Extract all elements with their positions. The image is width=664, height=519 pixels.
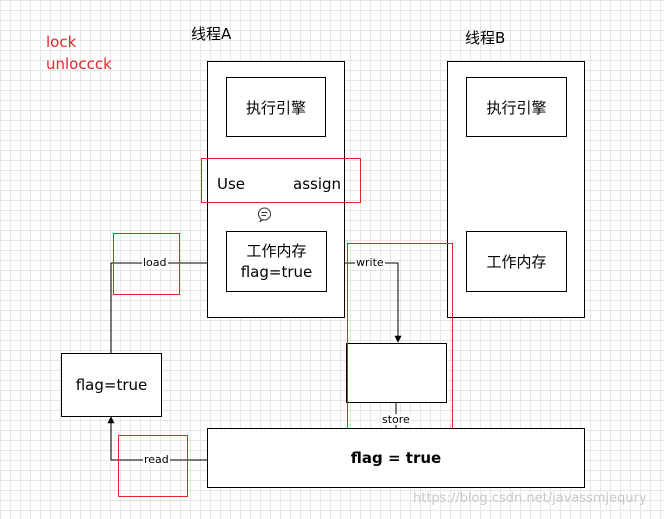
thread-a-memory-label: 工作内存 — [246, 242, 307, 261]
write-arrow — [327, 262, 402, 343]
write-store-highlight — [347, 243, 453, 440]
load-label: load — [142, 256, 168, 269]
store-label: store — [381, 413, 411, 426]
read-highlight — [118, 435, 188, 497]
main-memory-box: flag = true — [207, 428, 585, 488]
left-flag-box: flag=true — [61, 353, 162, 417]
thread-b-working-memory: 工作内存 — [466, 231, 567, 292]
use-label: Use — [217, 175, 246, 193]
write-label: write — [355, 256, 385, 269]
thread-b-engine: 执行引擎 — [466, 77, 567, 137]
store-buffer-box — [346, 343, 447, 403]
thread-a-engine: 执行引擎 — [226, 77, 326, 137]
watermark: https://blog.csdn.net/javassmjequry — [413, 491, 647, 506]
read-label: read — [143, 453, 170, 466]
legend-unlock: unloccck — [46, 55, 112, 73]
assign-label: assign — [293, 175, 342, 193]
use-assign-highlight — [201, 158, 361, 203]
read-arrow — [107, 416, 207, 461]
load-arrow — [110, 259, 227, 353]
thread-b-title: 线程B — [465, 29, 506, 47]
load-highlight — [113, 233, 180, 295]
thread-a-memory-flag: flag=true — [240, 262, 313, 281]
legend-lock: lock — [46, 33, 77, 51]
comment-icon[interactable] — [257, 207, 272, 223]
thread-a-working-memory: 工作内存 flag=true — [226, 231, 327, 292]
thread-a-title: 线程A — [191, 25, 232, 43]
